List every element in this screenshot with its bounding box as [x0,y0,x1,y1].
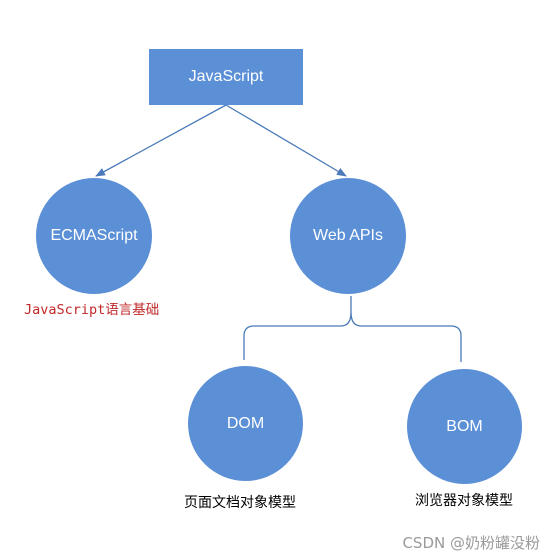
bom-caption: 浏览器对象模型 [415,493,513,509]
brace-webapi-children [243,296,462,362]
ecmascript-node: ECMAScript [36,178,152,294]
webapis-node: Web APIs [290,178,406,294]
javascript-node: JavaScript [149,49,303,105]
ecmascript-node-label: ECMAScript [50,227,138,244]
edge-root-to-ecma [95,104,227,177]
edge-root-to-webapi [225,104,347,177]
ecmascript-caption: JavaScript语言基础 [24,302,160,318]
dom-node-label: DOM [226,414,265,432]
bom-node-label: BOM [446,417,483,435]
javascript-node-label: JavaScript [188,68,264,85]
dom-node: DOM [188,366,303,481]
dom-caption: 页面文档对象模型 [184,495,296,511]
watermark: CSDN @奶粉罐没粉 [402,534,540,552]
webapis-node-label: Web APIs [313,227,383,244]
bom-node: BOM [407,369,522,484]
